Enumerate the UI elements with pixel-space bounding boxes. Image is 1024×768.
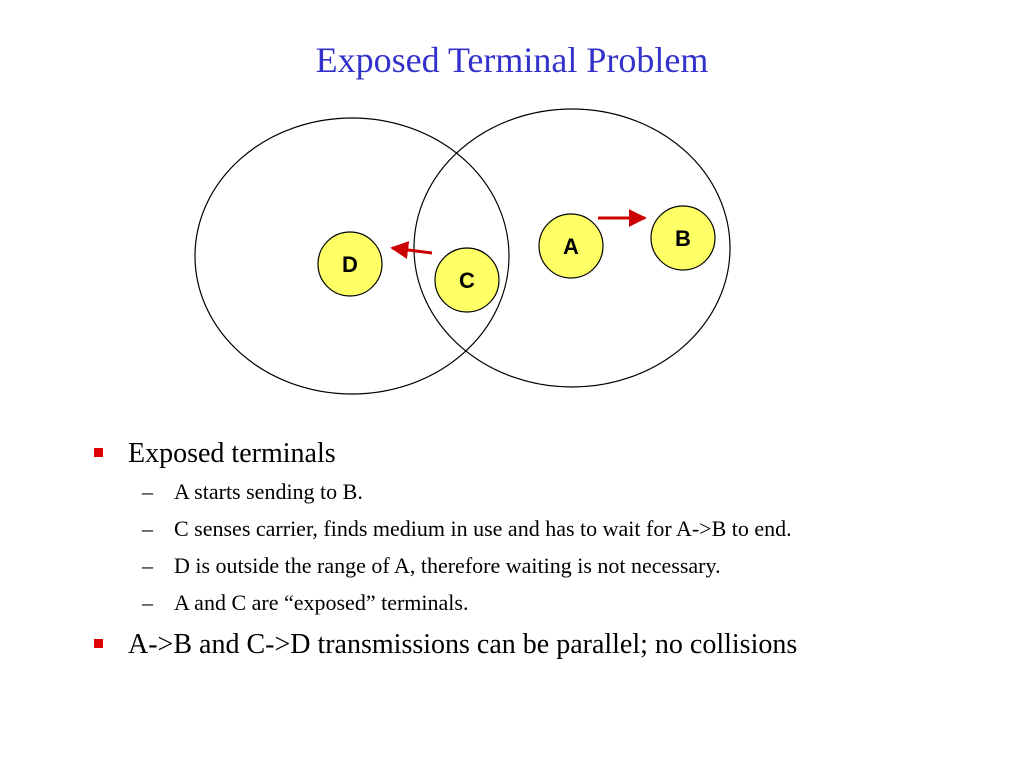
network-diagram: D C A B <box>194 108 731 395</box>
slide-title: Exposed Terminal Problem <box>315 40 709 80</box>
bullet-text: Exposed terminals <box>128 438 336 469</box>
node-b: B <box>650 205 716 271</box>
range-circle-c <box>194 117 510 395</box>
dash-bullet: – <box>142 553 153 578</box>
node-a: A <box>538 213 604 279</box>
node-c-label: C <box>459 268 475 293</box>
bullet-parallel-transmissions: A->B and C->D transmissions can be paral… <box>88 627 968 663</box>
square-bullet-icon <box>94 448 103 457</box>
dash-bullet: – <box>142 479 153 504</box>
node-c-circle <box>434 247 500 313</box>
node-d-label: D <box>342 252 358 277</box>
bullet-list: Exposed terminals – A starts sending to … <box>88 436 968 667</box>
node-b-label: B <box>675 226 691 251</box>
bullet-text: A->B and C->D transmissions can be paral… <box>128 629 798 660</box>
dash-bullet: – <box>142 516 153 541</box>
sub-item: – C senses carrier, finds medium in use … <box>128 513 968 545</box>
dash-bullet: – <box>142 590 153 615</box>
square-bullet-icon <box>94 639 103 648</box>
node-a-label: A <box>563 234 579 259</box>
sub-item-text: A and C are “exposed” terminals. <box>174 590 469 615</box>
sub-bullet-list: – A starts sending to B. – C senses carr… <box>128 476 968 619</box>
range-circle-a <box>413 108 731 388</box>
transmission-arrow-c-to-d <box>390 241 433 259</box>
sub-item-text: C senses carrier, finds medium in use an… <box>174 516 792 541</box>
sub-item-text: D is outside the range of A, therefore w… <box>174 553 721 578</box>
node-d-circle <box>317 231 383 297</box>
sub-item: – A and C are “exposed” terminals. <box>128 587 968 619</box>
node-b-circle <box>650 205 716 271</box>
bullet-exposed-terminals: Exposed terminals – A starts sending to … <box>88 436 968 619</box>
sub-item-text: A starts sending to B. <box>174 479 363 504</box>
node-a-circle <box>538 213 604 279</box>
sub-item: – A starts sending to B. <box>128 476 968 508</box>
node-d: D <box>317 231 383 297</box>
sub-item: – D is outside the range of A, therefore… <box>128 550 968 582</box>
node-c: C <box>434 247 500 313</box>
